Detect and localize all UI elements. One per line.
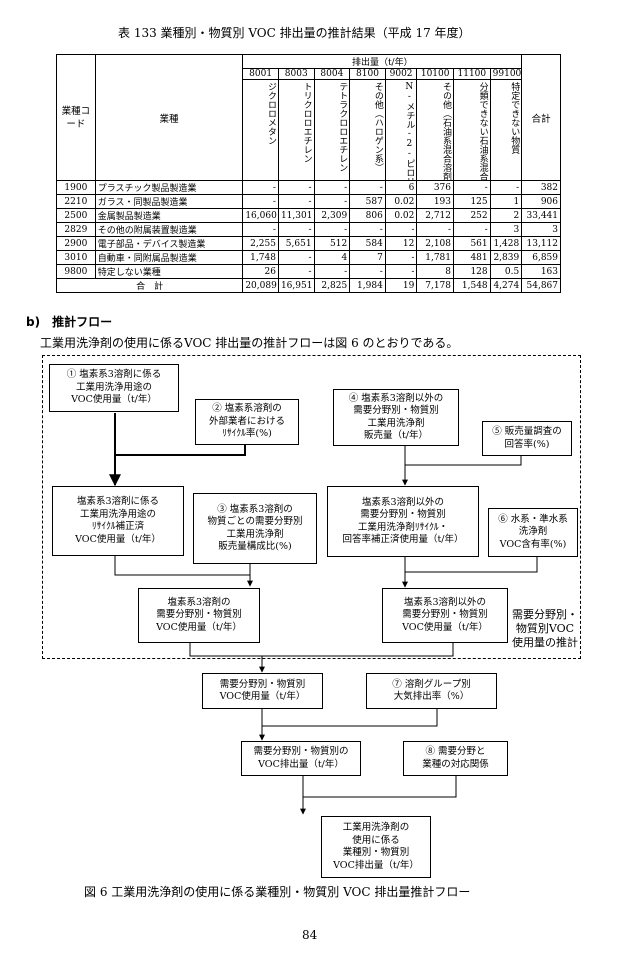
flow-box-3-sales-composition: ③ 塩素系3溶剤の 物質ごとの需要分野別 工業用洗浄剤 販売量構成比(%) (193, 493, 317, 564)
substance-name: トリクロロエチレン (277, 79, 315, 181)
value-cell: 128 (453, 264, 491, 279)
flow-box-non-chlorinated-corrected-usage: 塩素系3溶剤以外の 需要分野別・物質別 工業用洗浄剤ﾘｻｲｸﾙ・ 回答率補正済使… (327, 486, 479, 557)
table-caption: 表 133 業種別・物質別 VOC 排出量の推計結果（平成 17 年度） (118, 26, 471, 40)
header-total: 合計 (521, 54, 561, 181)
flow-box-6-voc-content: ⑥ 水系・準水系 洗浄剤 VOC含有率(%) (488, 508, 578, 557)
flow-box-non-chlorinated-voc-usage: 塩素系3溶剤以外の 需要分野別・物質別 VOC使用量（t/年） (382, 588, 508, 643)
value-cell: 125 (453, 194, 491, 209)
sum-value-cell: 1,984 (349, 278, 386, 293)
substance-name: 特定できない物質 (489, 79, 523, 181)
flow-box-4-non-chlorinated-sales: ④ 塩素系3溶剤以外の 需要分野別・物質別 工業用洗浄剤 販売量（t/年） (333, 389, 459, 446)
flow-box-chlorinated-corrected-usage: 塩素系3溶剤に係る 工業用洗浄用途の ﾘｻｲｸﾙ補正済 VOC使用量（t/年） (52, 486, 184, 556)
flow-box-voc-usage: 需要分野別・物質別 VOC使用量（t/年） (202, 673, 323, 709)
substance-name: テトラクロロエチレン (313, 79, 351, 181)
sum-total-cell: 54,867 (521, 278, 561, 293)
sum-value-cell: 16,951 (277, 278, 315, 293)
flow-box-voc-emission: 需要分野別・物質別の VOC排出量（t/年） (241, 741, 361, 776)
page-number: 84 (302, 928, 318, 942)
header-industry: 業種 (94, 54, 244, 181)
flow-box-final-emission: 工業用洗浄剤の 使用に係る 業種別・物質別 VOC排出量（t/年） (321, 816, 431, 878)
flow-box-2-recycle-rate: ② 塩素系溶剤の 外部業者における ﾘｻｲｸﾙ率(%) (195, 399, 299, 445)
usage-estimation-region (42, 355, 581, 659)
substance-name: 分類できない石油系混合溶剤 (453, 79, 491, 181)
header-row-1: 業種コード 業種 排出量（t/年） 合計 (56, 54, 561, 181)
substance-name-row: ジクロロメタントリクロロエチレンテトラクロロエチレンその他（ハロゲン系）N-メチ… (57, 79, 561, 181)
intro-text: 工業用洗浄剤の使用に係るVOC 排出量の推計フローは図 6 のとおりである。 (40, 336, 459, 350)
sum-value-cell: 1,548 (453, 278, 491, 293)
substance-name: N-メチル-2-ピロリドン (384, 79, 418, 181)
flow-box-1-chlorinated-usage: ① 塩素系3溶剤に係る 工業用洗浄用途の VOC使用量（t/年） (49, 364, 179, 412)
sum-label-cell: 合 計 (55, 278, 244, 293)
flow-box-chlorinated-voc-usage: 塩素系3溶剤の 需要分野別・物質別 VOC使用量（t/年） (138, 588, 260, 643)
section-heading: b) 推計フロー (26, 315, 113, 329)
flow-box-7-emission-rate: ⑦ 溶剤グループ別 大気排出率（%） (366, 673, 497, 709)
region-label: 需要分野別・ 物質別VOC 使用量の推計 (512, 608, 578, 649)
substance-name: その他（ハロゲン系） (349, 79, 386, 181)
sum-value-cell: 4,274 (489, 278, 523, 293)
flow-box-8-industry-mapping: ⑧ 需要分野と 業種の対応関係 (403, 741, 508, 776)
flow-box-5-response-rate: ⑤ 販売量調査の 回答率(%) (482, 421, 572, 456)
figure-caption: 図 6 工業用洗浄剤の使用に係る業種別・物質別 VOC 排出量推計フロー (84, 885, 471, 899)
